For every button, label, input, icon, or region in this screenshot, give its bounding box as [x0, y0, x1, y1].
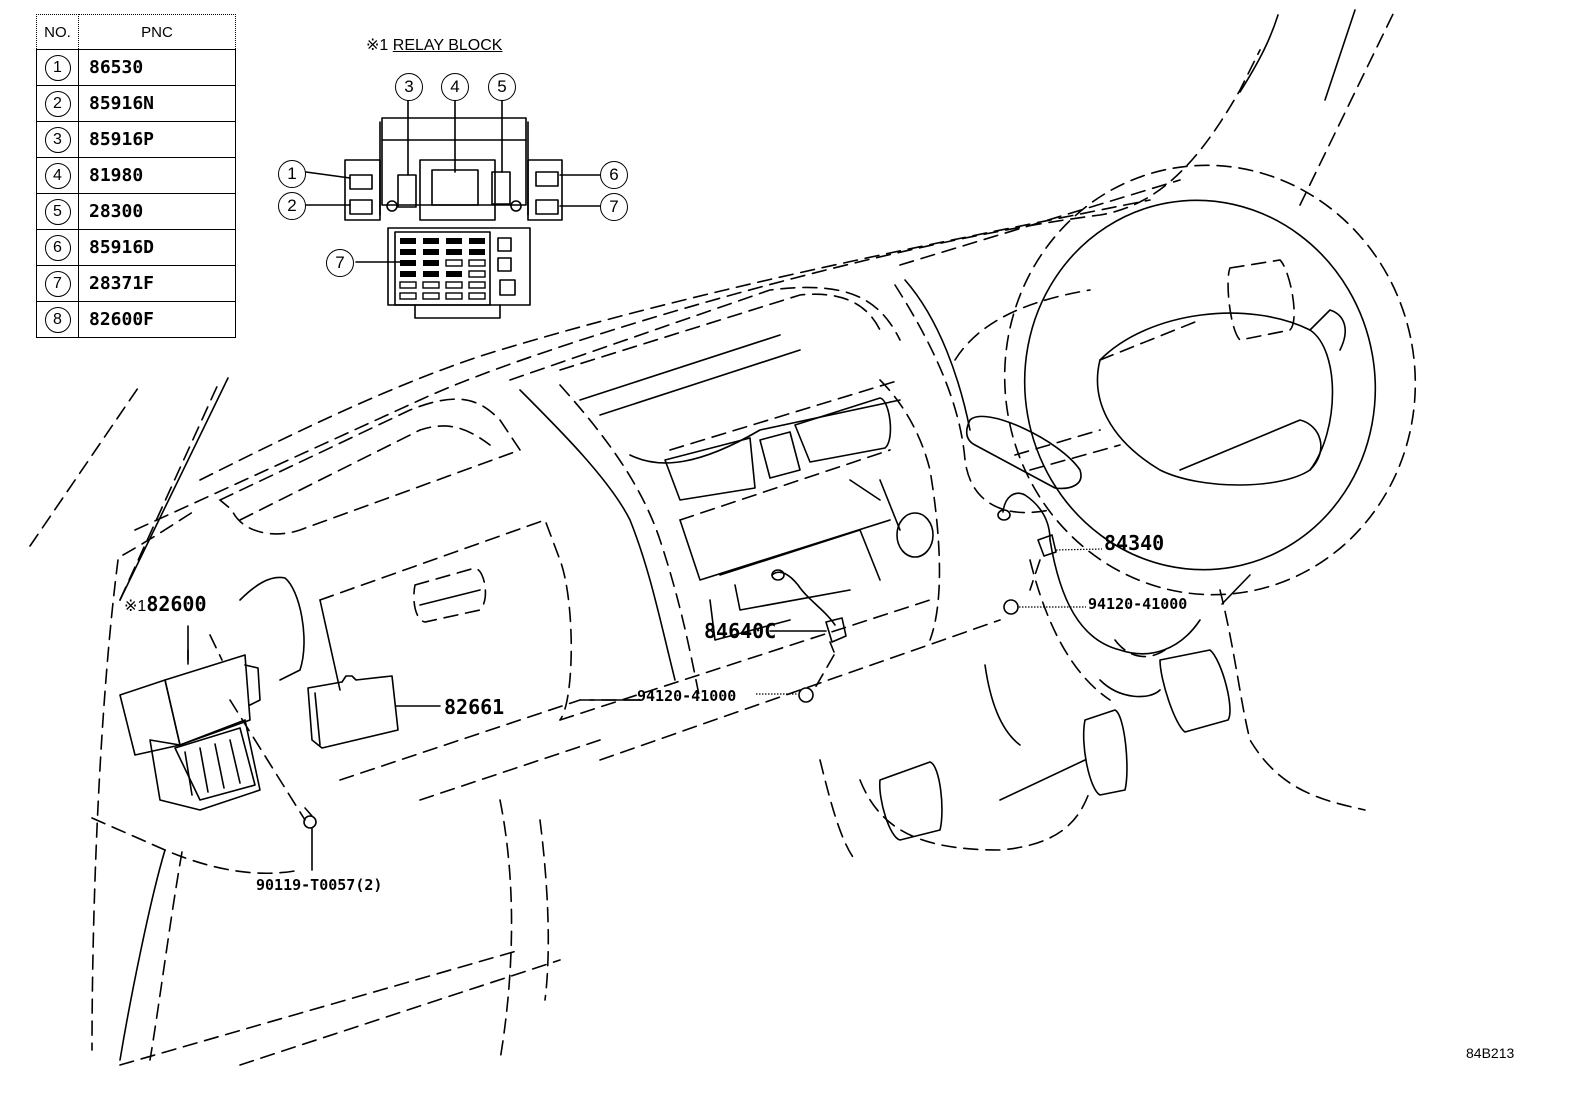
- callout-2[interactable]: 2: [278, 192, 306, 220]
- legend-row-pnc[interactable]: 82600F: [78, 301, 236, 338]
- relay-block-title: ※1 RELAY BLOCK: [366, 35, 502, 55]
- callout-7-fuse[interactable]: 7: [326, 249, 354, 277]
- fuse-slot: [469, 238, 485, 244]
- junction-block-mark: ※1: [124, 598, 147, 615]
- instrument-cluster: [894, 179, 1295, 514]
- relay-block-title-text: RELAY BLOCK: [392, 37, 503, 54]
- center-nut-label[interactable]: 94120-41000: [637, 687, 737, 705]
- steering-wheel: [965, 164, 1417, 596]
- legend-header-row: NO. PNC: [36, 14, 236, 50]
- center-console: [509, 286, 941, 701]
- callout-4[interactable]: 4: [441, 73, 469, 101]
- steering-column: [1029, 539, 1201, 701]
- fuse-grid: [399, 238, 486, 300]
- control-module-label[interactable]: 82661: [444, 695, 505, 719]
- fuse-slot: [468, 292, 486, 300]
- fuse-slot: [423, 249, 439, 255]
- fuse-slot: [423, 260, 439, 266]
- left-a-pillar: [29, 377, 229, 601]
- fuse-slot: [446, 249, 462, 255]
- fuse-slot: [468, 281, 486, 289]
- fuse-slot: [400, 260, 416, 266]
- defroster-vent: [218, 398, 522, 535]
- center-sensor-drawing: [756, 569, 847, 703]
- legend-row: 3 85916P: [36, 121, 236, 158]
- relay-block-drawing: [305, 99, 601, 319]
- fuse-slot: [399, 292, 417, 300]
- callout-7[interactable]: 7: [600, 193, 628, 221]
- legend-row-number: 5: [44, 198, 71, 225]
- fuse-slot: [422, 292, 440, 300]
- right-sensor-drawing: [997, 492, 1251, 615]
- legend-row-number: 1: [44, 54, 71, 81]
- fuse-slot: [423, 271, 439, 277]
- legend-row-number: 6: [44, 234, 71, 261]
- right-nut-label[interactable]: 94120-41000: [1088, 595, 1188, 613]
- fuse-slot: [468, 259, 486, 267]
- right-sensor-label[interactable]: 84340: [1104, 531, 1165, 555]
- legend-row-number: 7: [44, 270, 71, 297]
- junction-block-label[interactable]: ※182600: [124, 593, 207, 618]
- lower-dash: [499, 599, 1001, 1061]
- relay-block-mark: ※1: [366, 37, 389, 54]
- legend-row-pnc[interactable]: 86530: [78, 49, 236, 86]
- fuse-slot: [400, 249, 416, 255]
- legend-row: 8 82600F: [36, 301, 236, 338]
- junction-block-pnc[interactable]: 82600: [146, 592, 207, 616]
- legend-row-number: 2: [44, 90, 71, 117]
- fuse-slot: [423, 238, 439, 244]
- legend-row-number: 4: [44, 162, 71, 189]
- glove-box: [319, 518, 601, 801]
- fuse-slot: [469, 249, 485, 255]
- legend-row-pnc[interactable]: 28300: [78, 193, 236, 230]
- legend-row: 4 81980: [36, 157, 236, 194]
- callout-3[interactable]: 3: [395, 73, 423, 101]
- fuse-slot: [445, 281, 463, 289]
- fuse-slot: [446, 238, 462, 244]
- legend-row: 7 28371F: [36, 265, 236, 302]
- junction-block-drawing: [119, 625, 317, 829]
- legend-row-pnc[interactable]: 85916N: [78, 85, 236, 122]
- legend-row: 1 86530: [36, 49, 236, 86]
- legend-row: 6 85916D: [36, 229, 236, 266]
- fuse-slot: [400, 238, 416, 244]
- control-module-drawing: [307, 675, 441, 749]
- fuse-slot: [446, 271, 462, 277]
- legend-row-pnc[interactable]: 85916D: [78, 229, 236, 266]
- screw-label[interactable]: 90119-T0057(2): [256, 876, 383, 894]
- center-sensor-label[interactable]: 84640C: [704, 619, 777, 643]
- legend-row: 5 28300: [36, 193, 236, 230]
- fuse-slot: [468, 270, 486, 278]
- fuse-slot: [400, 271, 416, 277]
- dash-top-edge: [134, 9, 1396, 531]
- left-panel-outline: [91, 509, 561, 1066]
- legend-row-pnc[interactable]: 85916P: [78, 121, 236, 158]
- figure-id: 84B213: [1466, 1045, 1515, 1061]
- left-vent-opening: [239, 576, 305, 681]
- callout-5[interactable]: 5: [488, 73, 516, 101]
- fuse-slot: [399, 281, 417, 289]
- legend-header-no: NO.: [36, 14, 79, 50]
- legend-row: 2 85916N: [36, 85, 236, 122]
- legend-row-number: 3: [44, 126, 71, 153]
- legend-row-pnc[interactable]: 81980: [78, 157, 236, 194]
- fuse-slot: [445, 292, 463, 300]
- fuse-slot: [422, 281, 440, 289]
- callout-6[interactable]: 6: [600, 161, 628, 189]
- legend-row-number: 8: [44, 306, 71, 333]
- pedals: [819, 589, 1366, 861]
- legend-header-pnc: PNC: [78, 14, 236, 50]
- legend-row-pnc[interactable]: 28371F: [78, 265, 236, 302]
- fuse-slot: [445, 259, 463, 267]
- callout-1[interactable]: 1: [278, 160, 306, 188]
